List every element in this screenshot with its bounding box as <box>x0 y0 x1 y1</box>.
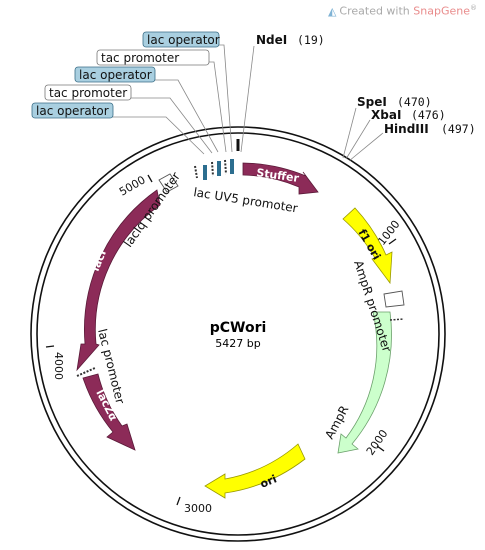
lac-operator-glyph-2 <box>217 161 221 176</box>
credit-brand: SnapGene <box>413 4 470 18</box>
tick-mark-1000 <box>388 238 397 245</box>
site-spei-pos: (470) <box>397 95 432 109</box>
tick-mark-4000 <box>45 345 55 348</box>
tick-mark-2000 <box>376 445 385 452</box>
site-ndei-pos: (19) <box>297 33 325 47</box>
label-ampr: AmpR <box>322 403 351 441</box>
boxed-label-3-text: lac operator <box>79 68 152 82</box>
ampr-promoter-arrow[interactable] <box>383 290 405 308</box>
leader-line-3 <box>154 79 219 153</box>
label-lacuv5-promoter: lac UV5 promoter <box>193 185 299 215</box>
feature-arrow-stuffer[interactable] <box>242 162 319 195</box>
leader-line-xbai <box>345 119 371 160</box>
feature-label-ori: ori <box>258 472 278 490</box>
regulatory-glyphs <box>76 159 234 377</box>
boxed-label-4-box <box>44 84 132 101</box>
lac-operator-glyph <box>203 165 207 180</box>
site-hindiii[interactable]: HindIII (497) <box>384 122 476 136</box>
credit-prefix: Created with <box>339 4 414 18</box>
leader-line-4 <box>130 97 213 154</box>
backbone-inner-circle <box>36 132 440 536</box>
boxed-label-4[interactable]: tac promoter <box>44 84 132 101</box>
leader-line-hindiii <box>348 132 384 162</box>
ampr-promoter-marker <box>389 318 405 321</box>
boxed-label-2-box <box>96 49 210 66</box>
boxed-label-3-box <box>74 66 156 83</box>
feature-arrow-f1-ori[interactable] <box>342 207 393 285</box>
tick-label-2000: 2000 <box>364 427 391 457</box>
site-hindiii-pos: (497) <box>441 122 476 136</box>
lac-promoter-glyph <box>76 367 96 377</box>
lac-operator-glyph-3 <box>230 159 234 174</box>
feature-arrow-laci[interactable] <box>76 189 161 372</box>
plasmid-length: 5427 bp <box>215 337 260 350</box>
boxed-label-5[interactable]: lac operator <box>31 102 114 119</box>
snapgene-credit: ◭Created with SnapGene® <box>328 4 477 18</box>
feature-arrow-lacz-alpha[interactable] <box>82 373 136 451</box>
boxed-label-2[interactable]: tac promoter <box>96 49 210 66</box>
plasmid-name: pCWori <box>210 320 267 336</box>
site-ndei[interactable]: NdeI (19) <box>256 33 325 47</box>
boxed-label-1-box <box>142 31 220 48</box>
tick-mark-5000 <box>147 174 153 183</box>
site-xbai-name: XbaI <box>371 108 401 122</box>
site-ndei-name: NdeI <box>256 33 287 47</box>
feature-arrow-ampr[interactable] <box>337 311 392 454</box>
boxed-label-2-text: tac promoter <box>101 51 179 65</box>
tick-mark-3000 <box>176 496 181 506</box>
tac-promoter-glyph-2 <box>211 161 214 177</box>
feature-label-stuffer: Stuffer <box>256 166 301 185</box>
site-xbai[interactable]: XbaI (476) <box>371 108 446 122</box>
tick-label-4000: 4000 <box>52 352 65 380</box>
snapgene-logo-icon: ◭ <box>327 4 337 18</box>
backbone-outer-circle <box>30 126 446 542</box>
boxed-label-5-box <box>31 102 114 119</box>
leader-line-spei <box>342 107 357 159</box>
leader-line-1 <box>218 44 233 153</box>
leader-lines <box>112 44 384 162</box>
lacuv5-promoter-glyph <box>224 159 227 175</box>
tac-promoter-glyph <box>194 165 198 179</box>
boxed-label-1[interactable]: lac operator <box>142 31 220 48</box>
leader-line-2 <box>208 61 227 153</box>
tick-label-5000: 5000 <box>117 173 148 198</box>
boxed-label-5-text: lac operator <box>36 104 109 118</box>
laciq-promoter-arrow[interactable] <box>158 173 179 193</box>
site-xbai-pos: (476) <box>411 108 446 122</box>
credit-mark: ® <box>470 4 477 12</box>
site-spei[interactable]: SpeI (470) <box>357 95 432 109</box>
site-hindiii-name: HindIII <box>384 122 429 136</box>
feature-arrow-ori[interactable] <box>204 443 306 499</box>
boxed-label-4-text: tac promoter <box>49 86 127 100</box>
boxed-label-1-text: lac operator <box>147 33 220 47</box>
site-spei-name: SpeI <box>357 95 387 109</box>
leader-line-5 <box>112 116 205 155</box>
tick-label-3000: 3000 <box>184 502 212 515</box>
leader-line-ndei <box>240 45 255 153</box>
boxed-label-3[interactable]: lac operator <box>74 66 156 83</box>
